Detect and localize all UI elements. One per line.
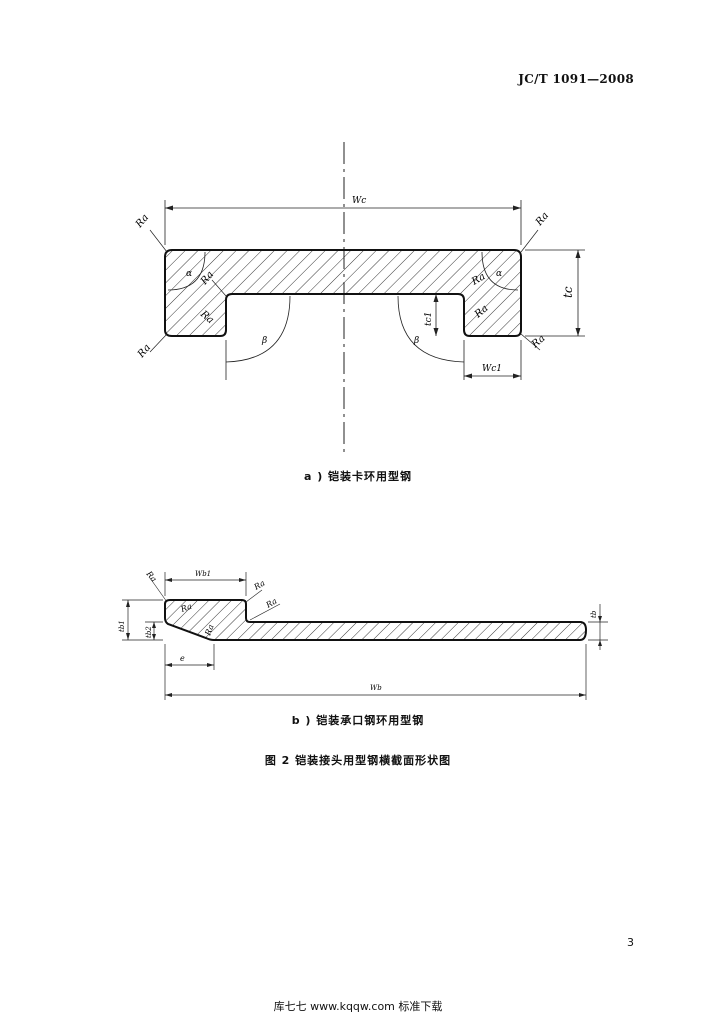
profile-section-b (164, 599, 588, 641)
page-number: 3 (627, 936, 634, 949)
figure-a-caption: a ) 铠装卡环用型钢 (303, 470, 413, 483)
tb2-label: tb2 (145, 626, 153, 638)
tc1-label: tc1 (424, 312, 434, 326)
rb-ra-label-3: Ra (264, 596, 279, 610)
figure-b-drawing: Wb1 Wb e tb1 tb2 tb Ra Ra Ra Ra Ra (118, 569, 608, 700)
standard-number: JC/T 1091—2008 (518, 72, 634, 86)
footer-watermark: 库七七 www.kqqw.com 标准下载 (273, 1000, 443, 1013)
wb-label: Wb (370, 684, 382, 692)
ra-label-2: Ra (533, 210, 551, 228)
rb-ra-label-5: Ra (203, 623, 216, 638)
beta-label-left: β (261, 336, 267, 346)
rb-ra-label-4: Ra (179, 602, 194, 615)
figure-a-drawing: Wc tc tc1 Wc1 β β α α Ra Ra Ra Ra Ra Ra … (133, 142, 585, 455)
alpha-label-right: α (496, 269, 502, 279)
figure-b-caption: b ) 铠装承口钢环用型钢 (291, 714, 425, 727)
figure-title: 图 2 铠装接头用型钢横截面形状图 (264, 754, 452, 767)
tc-label: tc (561, 286, 575, 298)
alpha-label-left: α (186, 269, 192, 279)
beta-label-right: β (413, 336, 419, 346)
e-label: e (180, 654, 185, 663)
rb-ra-label-1: Ra (144, 569, 159, 584)
tb1-label: tb1 (118, 620, 126, 632)
profile-section-a (164, 249, 522, 337)
tb-label: tb (590, 610, 598, 618)
wb1-label: Wb1 (195, 570, 211, 578)
wc-label: Wc (352, 196, 366, 206)
ra-label-3: Ra (135, 342, 153, 360)
ra-label-1: Ra (133, 212, 151, 230)
wc1-label: Wc1 (482, 364, 502, 374)
rb-ra-label-2: Ra (252, 578, 267, 592)
